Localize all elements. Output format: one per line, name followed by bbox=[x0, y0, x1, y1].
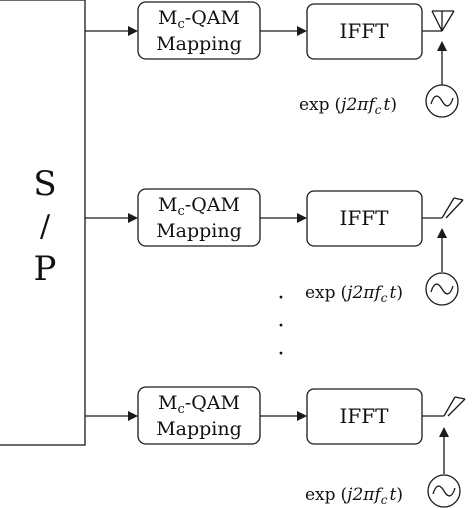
arrowhead bbox=[437, 41, 447, 51]
arrowhead bbox=[128, 26, 138, 36]
continuation-dot: · bbox=[278, 342, 285, 367]
antenna-icon bbox=[443, 396, 466, 417]
qam-mapping-label-line2: Mapping bbox=[156, 220, 242, 242]
qam-mapping-label-line2: Mapping bbox=[156, 33, 242, 55]
oscillator-icon bbox=[425, 272, 459, 306]
oscillator-icon bbox=[425, 84, 459, 118]
qam-mapping-label-line2: Mapping bbox=[156, 418, 242, 440]
oscillator-icon bbox=[427, 474, 461, 508]
continuation-dot: · bbox=[278, 314, 285, 339]
arrowhead bbox=[297, 213, 307, 223]
arrowhead bbox=[439, 427, 449, 437]
sp-block bbox=[0, 0, 86, 446]
continuation-dot: · bbox=[278, 286, 285, 311]
sp-label-s: S bbox=[33, 164, 56, 204]
arrowhead bbox=[437, 228, 447, 238]
sp-label-p: P bbox=[34, 249, 57, 289]
qam-mapping-label-line1: Mc-QAM bbox=[158, 194, 240, 219]
antenna-icon bbox=[441, 197, 464, 219]
antenna-icon bbox=[431, 10, 455, 32]
arrowhead bbox=[128, 411, 138, 421]
qam-mapping-label-line1: Mc-QAM bbox=[158, 392, 240, 417]
ifft-label: IFFT bbox=[340, 404, 390, 428]
ifft-label: IFFT bbox=[340, 206, 390, 230]
arrowhead bbox=[297, 26, 307, 36]
sp-label-slash: / bbox=[40, 209, 51, 244]
arrowhead bbox=[128, 213, 138, 223]
qam-mapping-label-line1: Mc-QAM bbox=[158, 7, 240, 32]
arrowhead bbox=[297, 411, 307, 421]
ifft-label: IFFT bbox=[340, 19, 390, 43]
